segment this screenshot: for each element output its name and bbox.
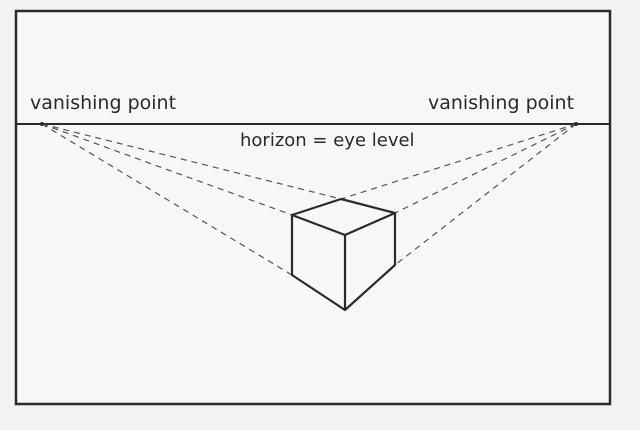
horizon-label: horizon = eye level [240, 130, 415, 151]
right-vanishing-point-label: vanishing point [428, 92, 575, 114]
cube [290, 197, 397, 312]
construction-lines [41, 123, 577, 276]
left-vanishing-point-label: vanishing point [30, 92, 177, 114]
left-vanishing-point [40, 122, 44, 126]
right-vanishing-point [574, 122, 578, 126]
